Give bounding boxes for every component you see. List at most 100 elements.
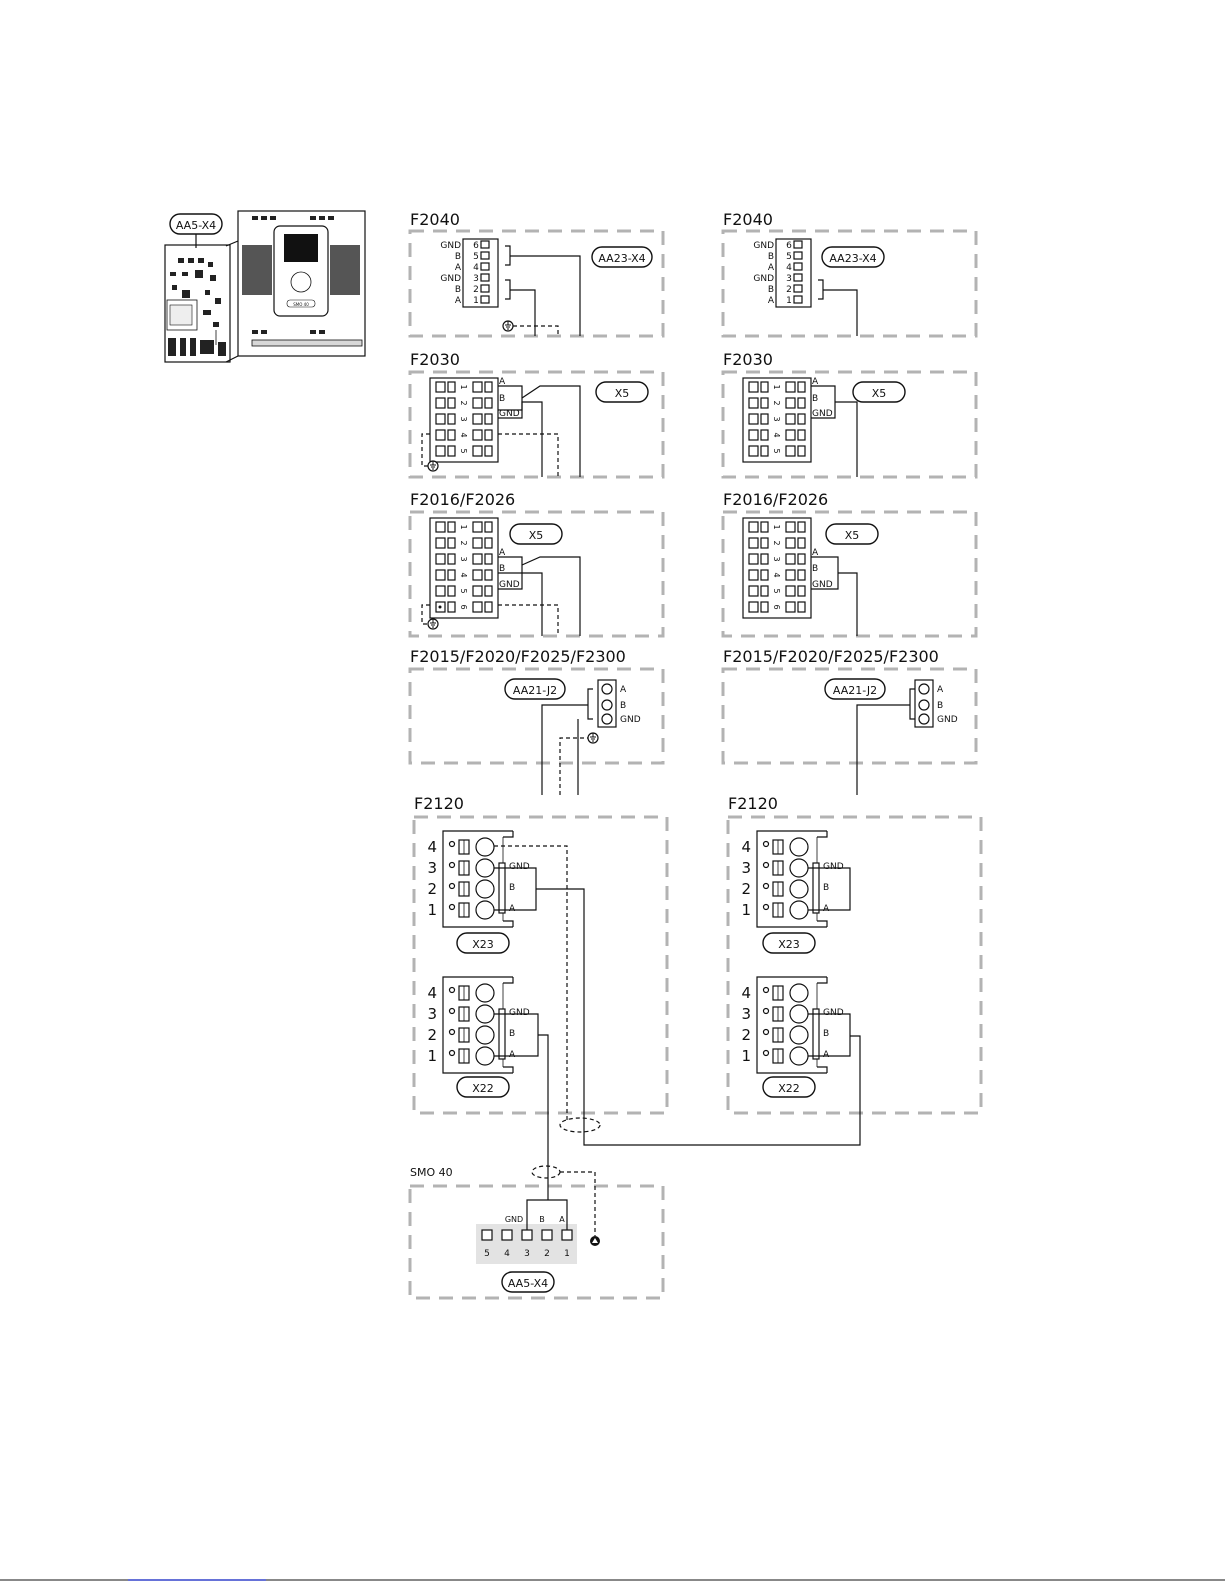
f2120-pin-number: 4 — [427, 838, 437, 856]
f2016-title-right: F2016/F2026 — [723, 490, 828, 509]
terminal-number: 3 — [772, 416, 781, 421]
f2040-signal-label: A — [768, 296, 775, 306]
connector-housing — [756, 976, 828, 1074]
f2040-title-right: F2040 — [723, 210, 773, 229]
smo-pin-number: 2 — [544, 1249, 550, 1259]
f2040-pin-number: 6 — [473, 241, 479, 251]
signal-label-gnd: GND — [509, 1008, 530, 1018]
terminal-screw — [472, 521, 483, 533]
smo40-title: SMO 40 — [410, 1166, 453, 1179]
f2030-title-left: F2030 — [410, 350, 460, 369]
connector-pin — [918, 683, 930, 695]
signal-label-b: B — [823, 883, 829, 893]
f2040-pin — [480, 273, 490, 282]
wire-entry — [789, 1025, 809, 1045]
smo-terminal — [561, 1229, 573, 1241]
terminal-slot — [797, 381, 806, 393]
terminal-screw — [472, 569, 483, 581]
terminal-screw — [785, 413, 796, 425]
terminal-screw — [435, 381, 446, 393]
terminal-slot — [760, 429, 769, 441]
f2016-frame-left — [408, 510, 665, 638]
connector-housing — [442, 976, 514, 1074]
terminal-screw — [785, 569, 796, 581]
terminal-screw — [748, 569, 759, 581]
f2120-pin-number: 3 — [741, 1005, 751, 1023]
f2040-pin — [793, 284, 803, 293]
f2040-signal-label: GND — [753, 274, 774, 284]
terminal-screw — [785, 445, 796, 457]
f2040-pin — [480, 240, 490, 249]
terminal-slot — [447, 569, 456, 581]
smo-gnd-label: GND — [505, 1215, 523, 1224]
terminal-slot — [447, 381, 456, 393]
terminal-screw — [748, 381, 759, 393]
terminal-number: 3 — [459, 556, 468, 561]
terminal-number: 4 — [459, 432, 468, 437]
terminal-screw — [435, 429, 446, 441]
terminal-slot — [447, 553, 456, 565]
terminal-screw — [472, 585, 483, 597]
signal-label-gnd: GND — [620, 715, 641, 725]
terminal-slot — [447, 601, 456, 613]
terminal-slot — [760, 397, 769, 409]
signal-label-gnd: GND — [812, 580, 833, 590]
wire-entry — [789, 1004, 809, 1024]
overview-model-label: SMO 40 — [293, 302, 309, 307]
x23-label-right: X23 — [778, 938, 800, 951]
terminal-number: 5 — [459, 448, 468, 453]
f2120-frame-left — [412, 815, 669, 1115]
pin-dot — [762, 986, 770, 994]
terminal-slot — [760, 601, 769, 613]
f2015-title-left: F2015/F2020/F2025/F2300 — [410, 647, 626, 666]
jumper-bar — [812, 862, 820, 914]
signal-label-gnd: GND — [812, 409, 833, 419]
signal-label-gnd: GND — [499, 580, 520, 590]
terminal-screw — [472, 429, 483, 441]
f2040-pin — [480, 251, 490, 260]
pin-dot — [448, 861, 456, 869]
terminal-number: 2 — [459, 400, 468, 405]
signal-label-a: A — [823, 1050, 830, 1060]
f2040-pin-number: 1 — [473, 296, 479, 306]
pin-dot — [762, 1028, 770, 1036]
f2040-pin — [793, 295, 803, 304]
terminal-screw — [748, 521, 759, 533]
terminal-screw — [748, 537, 759, 549]
connector-pin — [918, 699, 930, 711]
smo-pin-number: 3 — [524, 1249, 530, 1259]
f2015-frame-right — [721, 667, 978, 765]
signal-label-a: A — [823, 904, 830, 914]
terminal-slot — [447, 585, 456, 597]
f2120-pin-number: 4 — [741, 838, 751, 856]
terminal-screw — [435, 537, 446, 549]
connector-housing — [756, 830, 828, 928]
terminal-block-body — [429, 517, 499, 619]
terminal-slot — [797, 445, 806, 457]
terminal-slot — [484, 381, 493, 393]
terminal-number: 3 — [459, 416, 468, 421]
f2040-pin-number: 3 — [786, 274, 792, 284]
smo40-frame — [408, 1184, 665, 1300]
signal-label-gnd: GND — [509, 862, 530, 872]
connector-pin — [601, 699, 613, 711]
x5-label-f2016-left: X5 — [529, 529, 544, 542]
terminal-number: 2 — [459, 540, 468, 545]
terminal-slot — [797, 537, 806, 549]
terminal-number: 5 — [772, 588, 781, 593]
f2040-signal-label: A — [455, 263, 462, 273]
signal-label-b: B — [499, 564, 505, 574]
terminal-slot — [797, 413, 806, 425]
terminal-screw — [435, 569, 446, 581]
terminal-slot — [760, 445, 769, 457]
pin-dot — [762, 1007, 770, 1015]
